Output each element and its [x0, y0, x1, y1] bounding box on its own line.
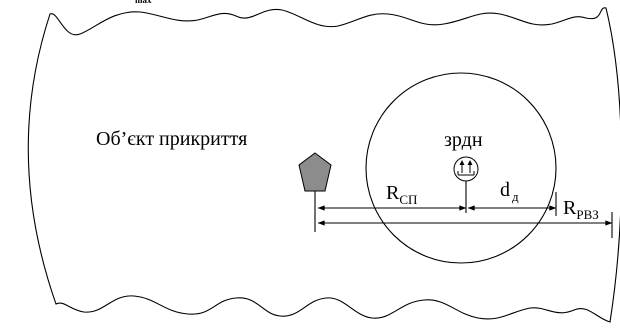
- label-d-d-main: d: [500, 179, 510, 201]
- label-d-d-sub: д: [512, 189, 519, 204]
- launcher-icon: [453, 156, 479, 182]
- label-r-sp: RСП: [386, 182, 417, 207]
- label-r-sp-main: R: [386, 182, 400, 204]
- radar-label: зрдн: [444, 129, 483, 151]
- coverage-circle: [365, 72, 557, 264]
- territory-outline: [27, 7, 620, 323]
- label-r-rvz: RРВЗ: [563, 197, 599, 222]
- pentagon-icon: [298, 152, 332, 192]
- label-r-sp-sub: СП: [399, 192, 417, 207]
- object-label: Об’єкт прикриття: [96, 128, 247, 150]
- label-r-rvz-main: R: [563, 197, 577, 219]
- top-clipped-label: max: [135, 0, 152, 5]
- label-r-rvz-sub: РВЗ: [576, 207, 598, 222]
